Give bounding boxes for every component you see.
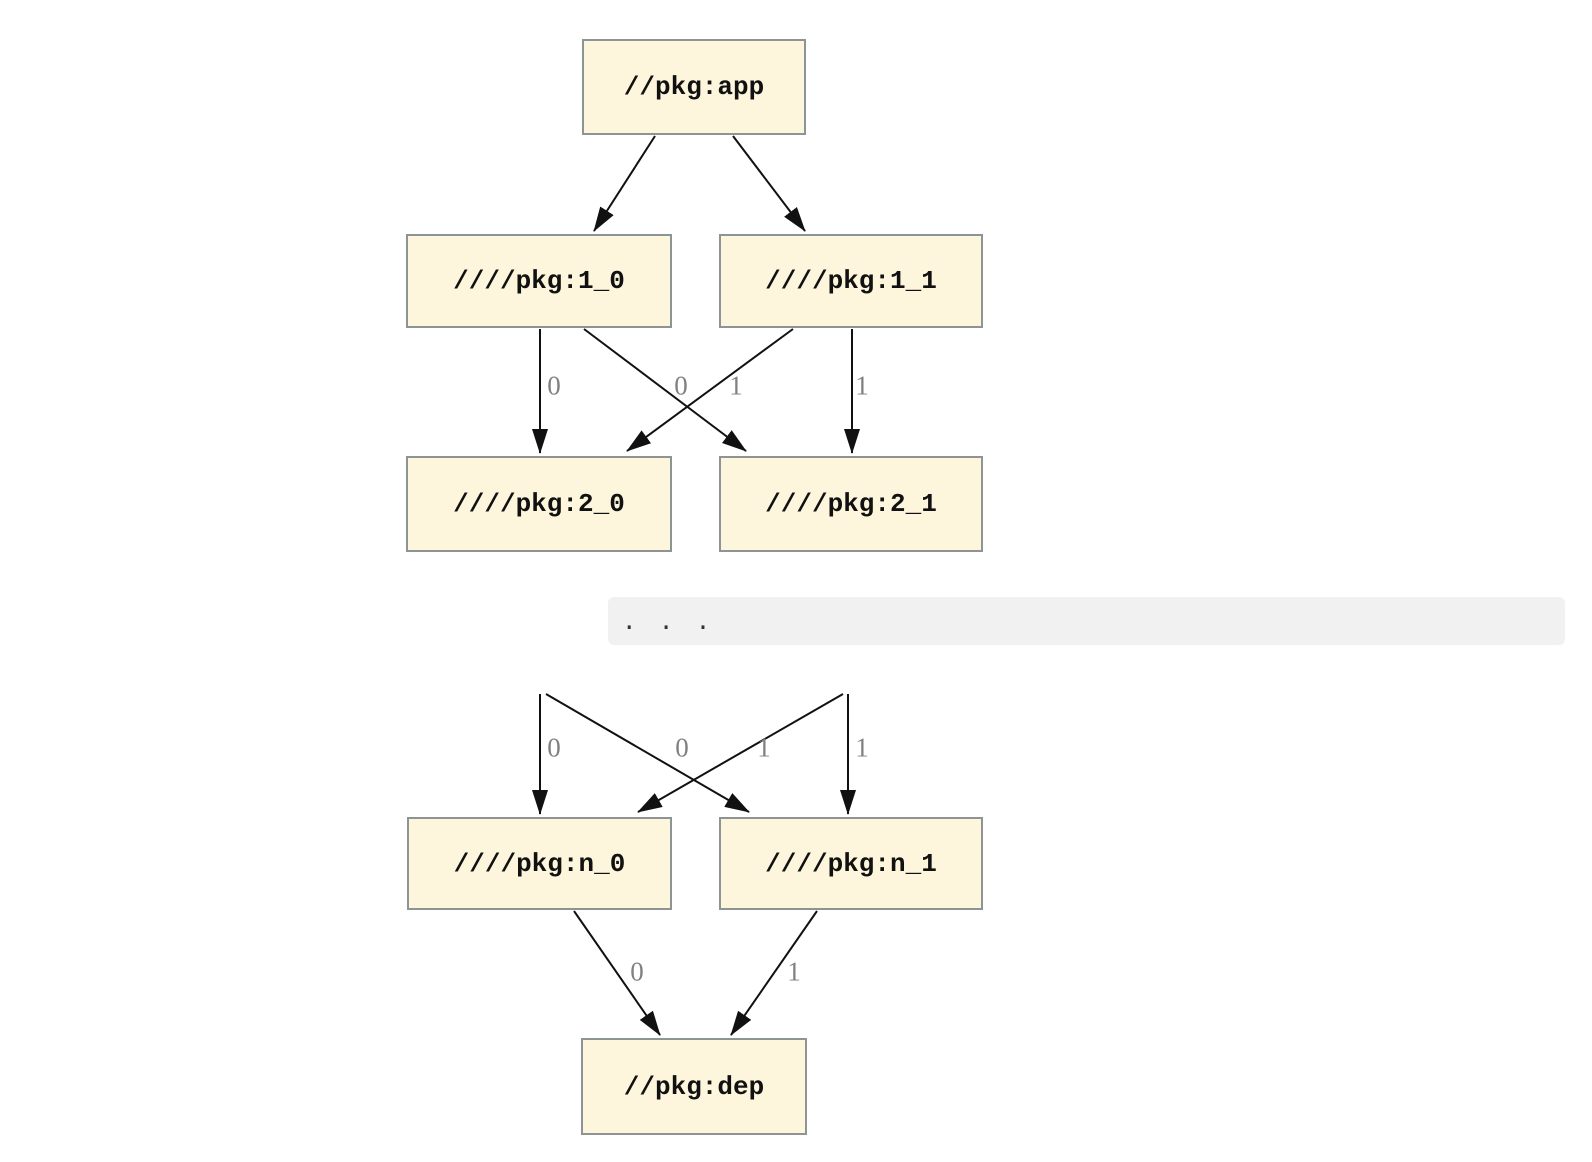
ellipsis-text: . . . — [622, 607, 715, 635]
node-pkg-1_0: ////pkg:1_0 — [406, 234, 672, 328]
edge-hidden-to-n_1-diagonal — [545, 693, 750, 813]
node-pkg-n_0-label: ////pkg:n_0 — [453, 848, 626, 879]
edge-label-n_0-to-dep: 0 — [630, 956, 644, 987]
node-pkg-2_0: ////pkg:2_0 — [406, 456, 672, 552]
node-pkg-2_1: ////pkg:2_1 — [719, 456, 983, 552]
edge-label-hidden-to-n_0-vertical: 0 — [547, 732, 561, 763]
edge-label-1_0-to-2_1: 1 — [729, 370, 743, 401]
node-pkg-n_1: ////pkg:n_1 — [719, 817, 983, 910]
edge-label-hidden-to-n_1-diagonal: 1 — [757, 732, 771, 763]
edge-app-to-1_1 — [732, 135, 806, 232]
ellipsis-bar: . . . — [608, 597, 1565, 645]
node-pkg-dep-label: //pkg:dep — [623, 1071, 765, 1102]
node-pkg-2_1-label: ////pkg:2_1 — [765, 489, 937, 519]
edge-label-hidden-to-n_1-vertical: 1 — [855, 732, 869, 763]
edge-label-1_1-to-2_0: 0 — [674, 370, 688, 401]
edge-1_0-to-2_1 — [583, 328, 747, 452]
node-pkg-n_1-label: ////pkg:n_1 — [765, 848, 937, 879]
node-pkg-dep: //pkg:dep — [581, 1038, 807, 1135]
node-pkg-1_1: ////pkg:1_1 — [719, 234, 983, 328]
edge-n_0-to-dep — [573, 910, 661, 1036]
node-pkg-1_0-label: ////pkg:1_0 — [453, 266, 625, 296]
node-pkg-app-label: //pkg:app — [623, 72, 765, 102]
node-pkg-1_1-label: ////pkg:1_1 — [765, 266, 937, 296]
node-pkg-2_0-label: ////pkg:2_0 — [453, 489, 625, 519]
edge-label-1_1-to-2_1: 1 — [855, 370, 869, 401]
edge-n_1-to-dep — [730, 910, 818, 1036]
edge-1_1-to-2_0 — [626, 328, 794, 452]
edge-label-n_1-to-dep: 1 — [787, 956, 801, 987]
edge-app-to-1_0 — [593, 135, 656, 232]
edge-hidden-to-n_0-diagonal — [637, 693, 844, 813]
node-pkg-app: //pkg:app — [582, 39, 806, 135]
edge-label-1_0-to-2_0: 0 — [547, 370, 561, 401]
node-pkg-n_0: ////pkg:n_0 — [407, 817, 672, 910]
edge-label-hidden-to-n_0-diagonal: 0 — [675, 732, 689, 763]
